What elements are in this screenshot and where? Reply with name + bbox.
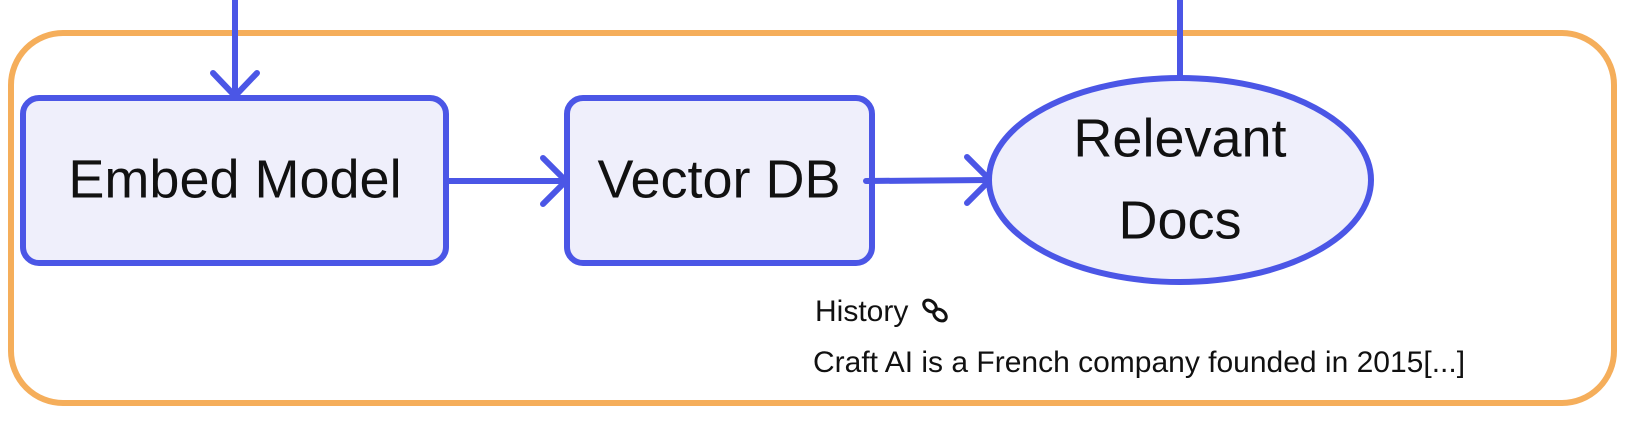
embed-model-node: Embed Model — [20, 95, 449, 266]
incoming-arrow — [210, 0, 260, 99]
vector-to-docs-arrow — [863, 154, 993, 206]
relevant-docs-label-line2: Docs — [1118, 190, 1241, 250]
embed-to-vector-arrow — [446, 155, 569, 207]
link-icon — [922, 298, 948, 323]
snippet-text: Craft AI is a French company founded in … — [813, 346, 1465, 379]
vector-db-node: Vector DB — [564, 95, 875, 266]
snippet-heading: History — [815, 295, 908, 328]
relevant-docs-node: Relevant Docs — [986, 75, 1374, 285]
doc-snippet: History Craft AI is a French company fou… — [813, 295, 1465, 379]
relevant-docs-label-line1: Relevant — [1073, 108, 1286, 168]
embed-model-label: Embed Model — [68, 149, 401, 209]
pipeline-container — [8, 30, 1617, 406]
vector-db-label: Vector DB — [597, 149, 840, 209]
